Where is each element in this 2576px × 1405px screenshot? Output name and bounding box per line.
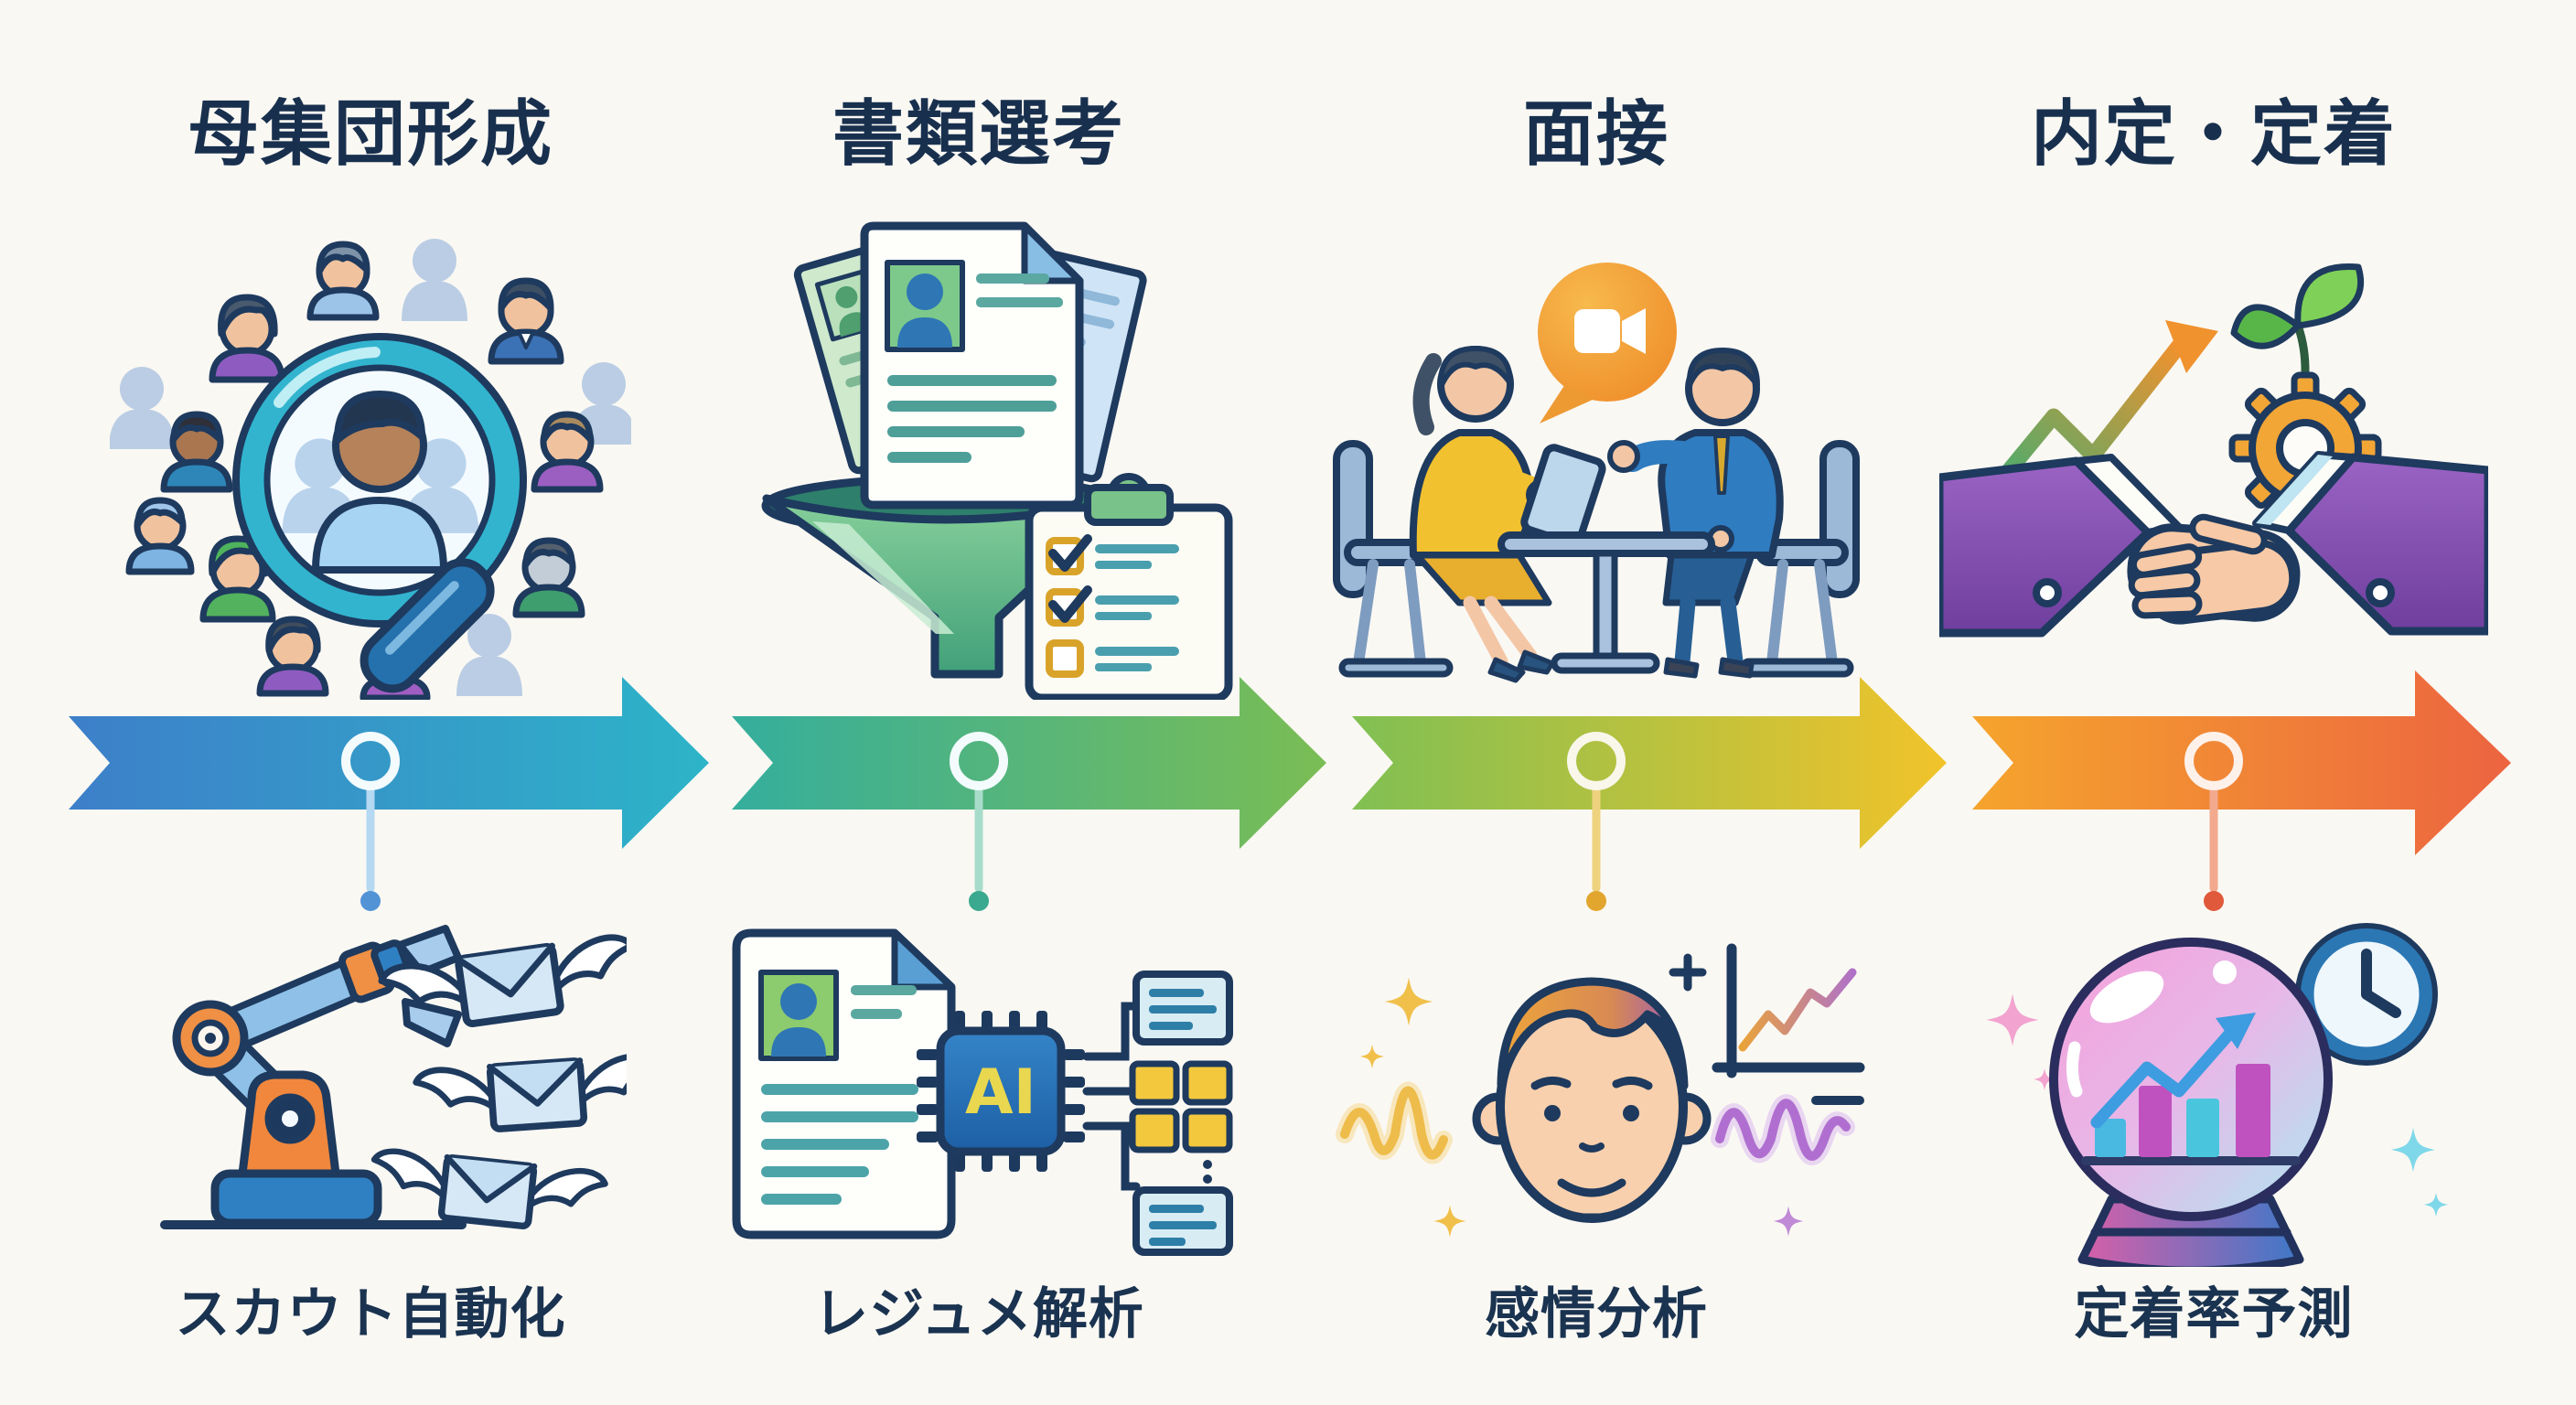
interview-table (1497, 531, 1715, 674)
stage-title-2: 書類選考 (832, 93, 1125, 176)
emotion-analysis-face-icon (1322, 919, 1871, 1258)
handshake (1939, 451, 2488, 638)
people-search-magnifier-icon (110, 206, 631, 700)
crystal-ball-forecast-icon (1958, 910, 2470, 1267)
stage-title-3: 面接 (1522, 93, 1669, 176)
resume-document (732, 928, 956, 1239)
magnifier-glass (232, 333, 527, 693)
process-arrow-timeline (0, 645, 2576, 938)
magnifier-handle (360, 558, 495, 693)
candidate-figure (1607, 348, 1784, 679)
svg-text:AI: AI (965, 1056, 1036, 1129)
parsed-data-cards (1129, 971, 1233, 1256)
voice-wave-right (1711, 1094, 1855, 1237)
crystal-ball (2049, 938, 2333, 1267)
arrow-segment-3 (1352, 677, 1947, 849)
forecast-bars (2081, 1013, 2301, 1165)
face (1472, 977, 1712, 1223)
connector-pin-2 (950, 732, 1008, 911)
stage-title-1: 母集団形成 (187, 93, 553, 176)
connector-pin-3 (1567, 732, 1626, 911)
arrow-segment-2 (732, 677, 1326, 849)
stage-title-4: 内定・定着 (2030, 93, 2397, 176)
connector-pin-1 (341, 732, 400, 911)
robot-arm-emails-icon (114, 919, 627, 1258)
funnel-documents-checklist-icon (714, 206, 1244, 700)
growth-arrow (1981, 320, 2218, 502)
video-chat-bubble (1538, 263, 1677, 424)
ai-label-2: レジュメ解析 (813, 1282, 1144, 1346)
ai-chip: AI (917, 1011, 1085, 1172)
gear-sprout (2228, 263, 2382, 525)
clock (2295, 923, 2438, 1066)
ai-label-4: 定着率予測 (2074, 1282, 2354, 1346)
handshake-growth-icon (1939, 229, 2488, 659)
robot-arm (172, 925, 462, 1228)
sentiment-chart (1669, 943, 1865, 1105)
video-interview-icon (1322, 215, 1871, 700)
connector-pin-4 (2184, 732, 2243, 911)
checklist-clipboard (1025, 473, 1233, 700)
resume-ai-chip-icon: AI (723, 919, 1235, 1258)
ai-label-1: スカウト自動化 (175, 1282, 566, 1346)
arrow-segment-1 (69, 677, 709, 849)
ai-label-3: 感情分析 (1485, 1282, 1708, 1346)
voice-wave-left (1336, 977, 1466, 1238)
interviewer-figure (1409, 346, 1606, 683)
